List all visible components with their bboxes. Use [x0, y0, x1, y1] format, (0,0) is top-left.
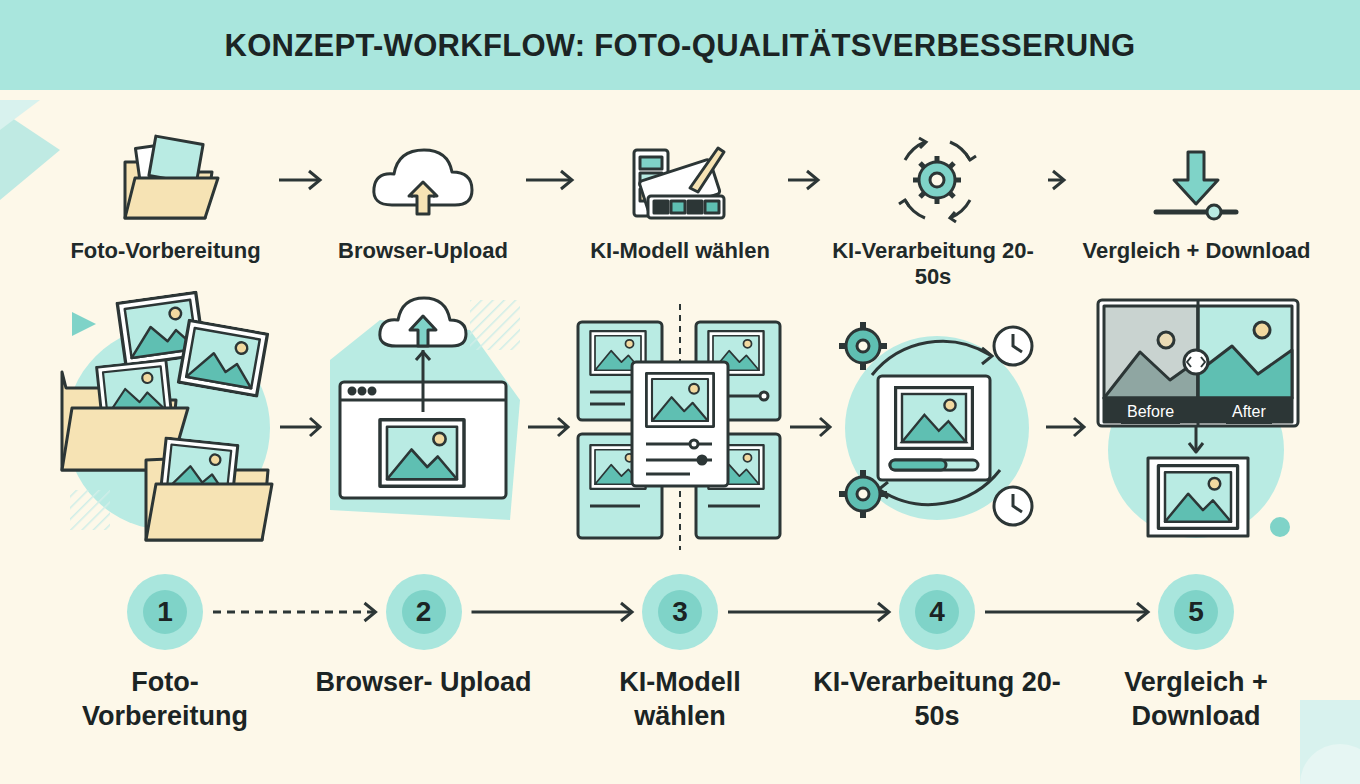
flow-arrow — [728, 603, 889, 621]
flow-arrow — [788, 171, 818, 189]
step-number: 3 — [658, 590, 702, 634]
number-circle: 1 — [127, 574, 203, 650]
flow-arrow — [1048, 171, 1064, 189]
step-label: Foto- Vorbereitung — [55, 666, 275, 734]
step-label: KI-Modell wählen — [582, 238, 778, 264]
step-label: Foto-Vorbereitung — [62, 238, 269, 264]
number-circle: 5 — [1158, 574, 1234, 650]
flow-arrow — [213, 603, 376, 621]
step-item: KI-Modell wählen — [582, 130, 778, 264]
image-label: After — [1226, 400, 1272, 424]
step-item: Vergleich + Download — [1074, 130, 1319, 264]
number-circle: 4 — [899, 574, 975, 650]
step-label: Browser- Upload — [315, 666, 532, 700]
step-item: Browser-Upload — [330, 130, 516, 264]
image-label: Before — [1121, 400, 1180, 424]
flow-arrow — [472, 603, 633, 621]
step-circle: 5Vergleich + Download — [1076, 574, 1316, 734]
step-circle: 1Foto- Vorbereitung — [55, 574, 275, 734]
diagram-title: KONZEPT-WORKFLOW: FOTO-QUALITÄTSVERBESSE… — [0, 28, 1360, 64]
number-circle: 3 — [642, 574, 718, 650]
step-label: KI-Verarbeitung 20-50s — [812, 666, 1062, 734]
flow-arrow — [526, 171, 572, 189]
step-circle: 2Browser- Upload — [315, 574, 532, 700]
step-label: Vergleich + Download — [1076, 666, 1316, 734]
flow-arrow — [985, 603, 1148, 621]
step-circle: 3KI-Modell wählen — [570, 574, 790, 734]
step-number: 2 — [402, 590, 446, 634]
step-label: Vergleich + Download — [1074, 238, 1319, 264]
number-circle: 2 — [386, 574, 462, 650]
step-label: Browser-Upload — [330, 238, 516, 264]
step-number: 4 — [915, 590, 959, 634]
step-circle: 4KI-Verarbeitung 20-50s — [812, 574, 1062, 734]
flow-arrow — [279, 171, 320, 189]
step-number: 5 — [1174, 590, 1218, 634]
step-label: KI-Verarbeitung 20-50s — [828, 238, 1038, 291]
step-item: KI-Verarbeitung 20-50s — [828, 130, 1038, 291]
step-number: 1 — [143, 590, 187, 634]
step-item: Foto-Vorbereitung — [62, 130, 269, 264]
step-label: KI-Modell wählen — [570, 666, 790, 734]
